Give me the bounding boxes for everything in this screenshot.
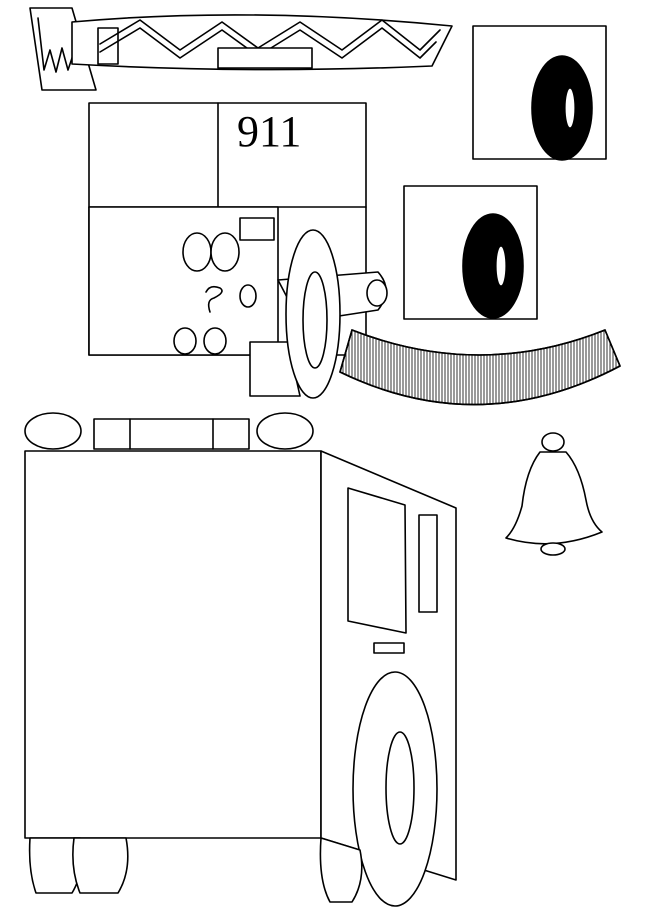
striped-arc-piece bbox=[339, 329, 621, 406]
ladder-block bbox=[97, 27, 119, 65]
ladder-rungs-zigzag bbox=[99, 19, 441, 51]
cab-number: 911 bbox=[237, 107, 301, 156]
eye-icon bbox=[531, 55, 593, 161]
ladder-handle-zigzag bbox=[37, 17, 75, 73]
ladder-piece bbox=[29, 7, 453, 91]
eye-card-1 bbox=[472, 25, 607, 161]
cab-door-panel bbox=[418, 514, 438, 613]
eye-icon bbox=[462, 213, 524, 319]
truck-body bbox=[24, 412, 457, 907]
eye-card-2 bbox=[403, 185, 538, 320]
ladder-plate bbox=[217, 47, 313, 69]
small-plate bbox=[239, 217, 275, 241]
door-handle bbox=[373, 642, 405, 654]
siren-light-icon bbox=[24, 412, 82, 450]
bell-icon bbox=[505, 432, 603, 556]
cab-window bbox=[347, 487, 407, 634]
siren-light-icon bbox=[256, 412, 314, 450]
light-bar bbox=[93, 418, 250, 450]
ladder-body bbox=[71, 14, 453, 71]
cab-front-piece: 911 bbox=[88, 102, 388, 399]
truck-side bbox=[24, 450, 322, 839]
